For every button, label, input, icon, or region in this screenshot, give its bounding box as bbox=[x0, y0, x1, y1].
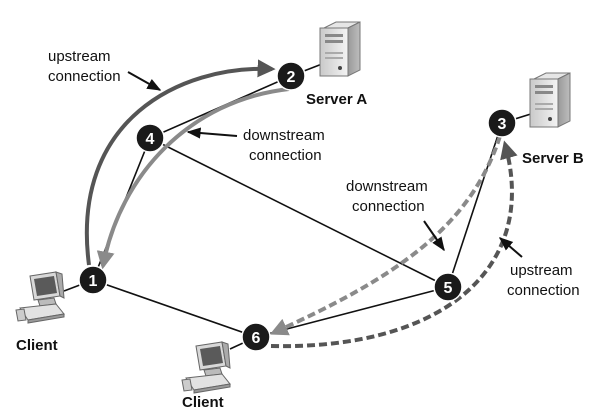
node-5-label: 5 bbox=[444, 280, 453, 297]
node-4-label: 4 bbox=[146, 131, 155, 148]
node-3-label: 3 bbox=[498, 116, 507, 133]
node-5[interactable]: 5 bbox=[433, 272, 463, 302]
pointer-upstream-a bbox=[127, 71, 162, 91]
server-b-icon bbox=[529, 72, 571, 128]
server-a-icon bbox=[319, 21, 361, 77]
upstream-b-label-line2: connection bbox=[507, 282, 580, 299]
node-2-label: 2 bbox=[287, 69, 296, 86]
node-4[interactable]: 4 bbox=[135, 123, 165, 153]
node-1[interactable]: 1 bbox=[78, 265, 108, 295]
downstream-connection-b bbox=[269, 135, 502, 336]
connections bbox=[85, 59, 518, 349]
upstream-connection-a bbox=[85, 59, 276, 266]
upstream-b-label-line1: upstream bbox=[510, 262, 573, 279]
upstream-a-label-line2: connection bbox=[48, 68, 121, 85]
downstream-connection-a bbox=[96, 87, 290, 270]
client-computer-icon bbox=[15, 271, 65, 324]
node-1-label: 1 bbox=[89, 273, 98, 290]
link-1-6 bbox=[92, 279, 257, 338]
link-4-5 bbox=[149, 137, 449, 288]
server-b-label: Server B bbox=[522, 150, 584, 167]
node-6-label: 6 bbox=[252, 330, 261, 347]
pointer-downstream-a bbox=[186, 127, 238, 139]
pointer-upstream-b bbox=[498, 237, 523, 258]
upstream-a-label-line1: upstream bbox=[48, 48, 111, 65]
downstream-a-label-line1: downstream bbox=[243, 127, 325, 144]
downstream-a-label-line2: connection bbox=[249, 147, 322, 164]
downstream-b-label-line2: connection bbox=[352, 198, 425, 215]
pointer-downstream-b bbox=[423, 220, 445, 252]
node-3[interactable]: 3 bbox=[487, 108, 517, 138]
node-6[interactable]: 6 bbox=[241, 322, 271, 352]
upstream-connection-b bbox=[270, 140, 518, 349]
node-2[interactable]: 2 bbox=[276, 61, 306, 91]
downstream-b-label-line1: downstream bbox=[346, 178, 428, 195]
client-computer-icon bbox=[181, 341, 231, 394]
label-pointers bbox=[127, 71, 523, 258]
server-a-label: Server A bbox=[306, 91, 367, 108]
client-label: Client bbox=[16, 337, 58, 354]
client-label: Client bbox=[182, 394, 224, 411]
